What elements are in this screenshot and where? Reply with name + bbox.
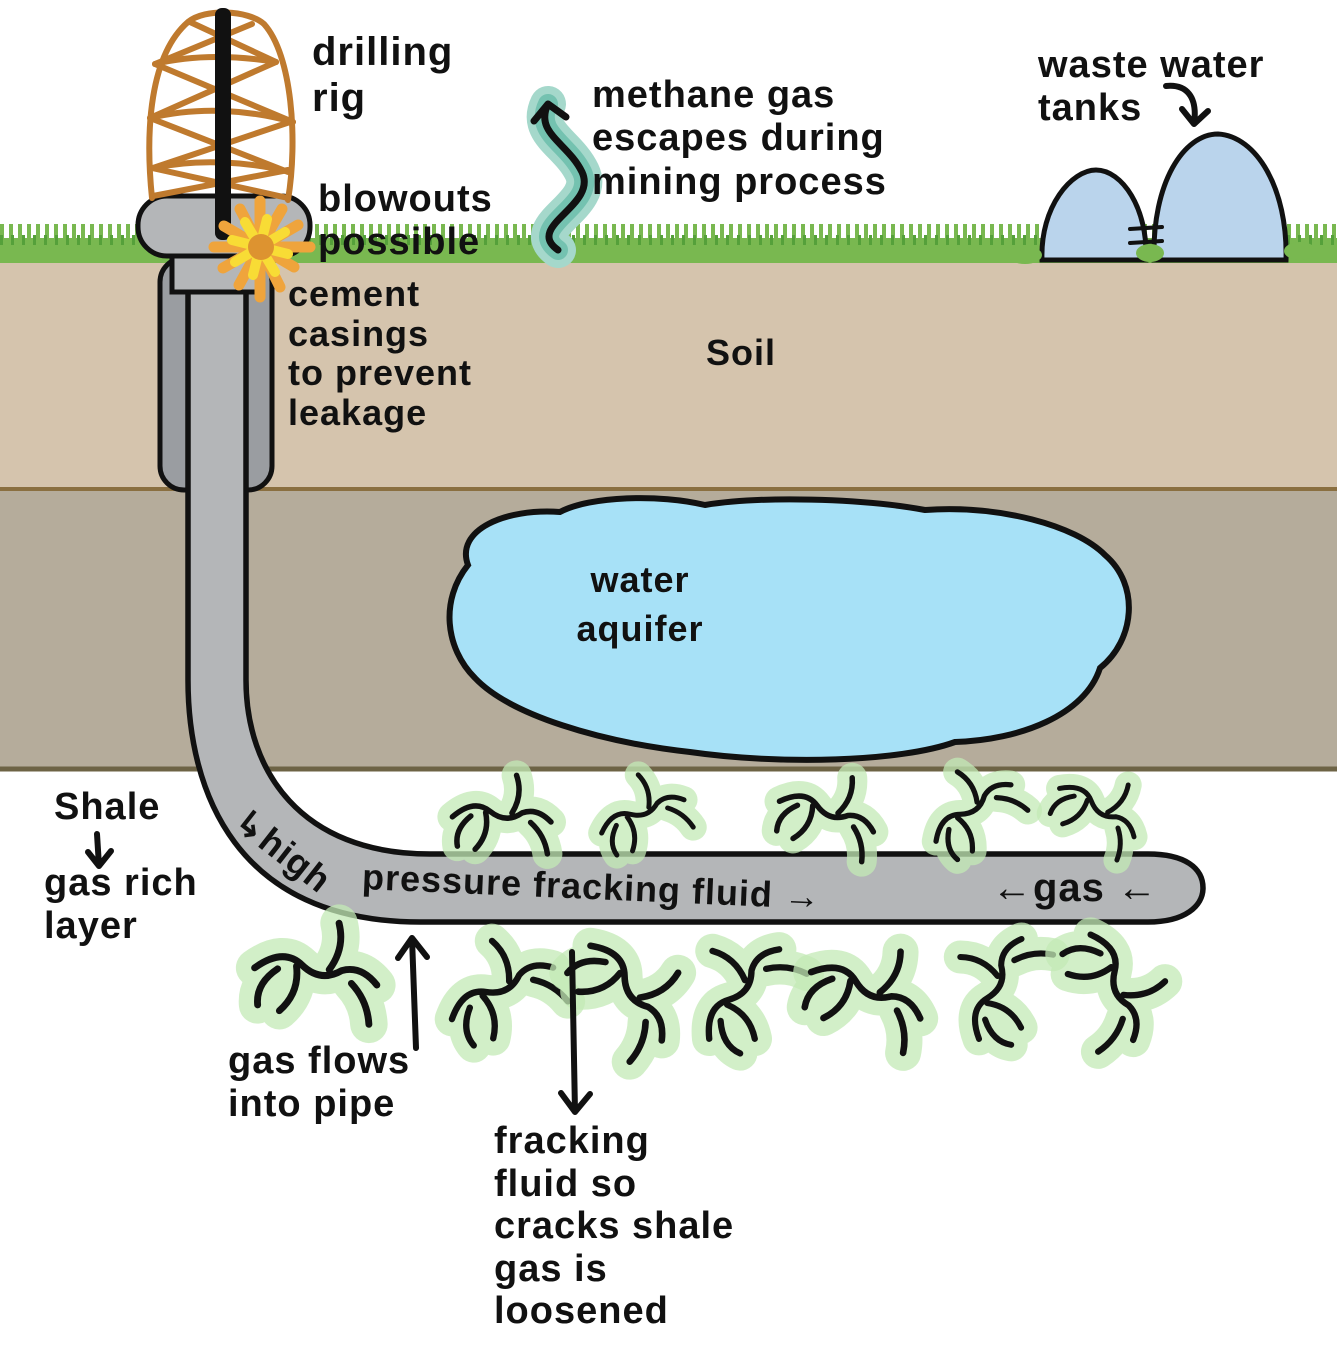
blowouts-label: blowouts possible xyxy=(318,178,493,264)
drill-pipe xyxy=(215,8,231,240)
methane-label: methane gas escapes during mining proces… xyxy=(592,74,887,203)
soil-label: Soil xyxy=(706,332,777,373)
blowout-explosion-icon xyxy=(208,195,316,303)
cement-casings-label: cement casings to prevent leakage xyxy=(288,273,473,433)
fracking-fluid-down-arrow xyxy=(558,949,593,1115)
methane-arrow-icon xyxy=(526,86,603,268)
fracking-fluid-label: fracking fluid so cracks shale gas is lo… xyxy=(494,1120,735,1333)
gas-flows-up-arrow xyxy=(395,935,430,1051)
waste-water-tanks-label: waste water tanks xyxy=(1038,44,1265,130)
drilling-rig-label: drilling rig xyxy=(312,30,454,120)
waste-water-tanks xyxy=(1008,131,1316,264)
water-aquifer-label: water aquifer xyxy=(576,559,704,649)
well-pipe xyxy=(185,243,1206,925)
gas-flows-label: gas flows into pipe xyxy=(228,1040,411,1126)
tank-connector-pipe xyxy=(1128,225,1164,245)
tanks-pointer-arrow xyxy=(1163,82,1211,127)
gas-label: ←gas ← xyxy=(992,866,1159,910)
shale-label: Shale xyxy=(54,786,161,828)
shale-down-arrow xyxy=(85,831,114,869)
water-aquifer xyxy=(446,495,1132,763)
gas-rich-layer-label: gas rich layer xyxy=(44,862,198,948)
